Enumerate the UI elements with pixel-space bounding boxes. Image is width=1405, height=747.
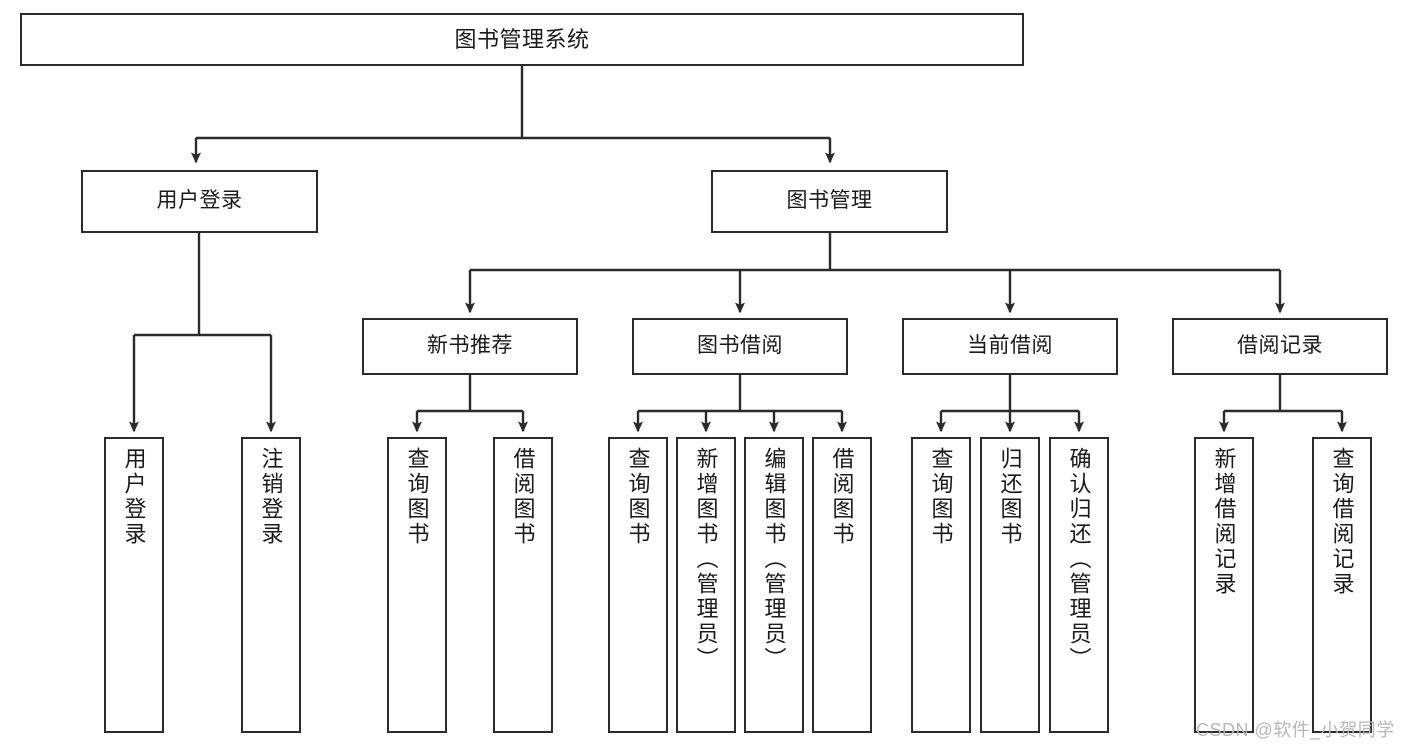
node-leaf-return-book[interactable]: 归还图书 <box>980 437 1040 733</box>
node-leaf-add-record-label: 新增借阅记录 <box>1211 447 1237 597</box>
node-leaf-add-book[interactable]: 新增图书（管理员） <box>676 437 736 733</box>
node-leaf-borrow-book-2[interactable]: 借阅图书 <box>812 437 872 733</box>
node-current-borrow[interactable]: 当前借阅 <box>902 318 1118 375</box>
node-root[interactable]: 图书管理系统 <box>20 13 1024 66</box>
node-borrow-record-label: 借阅记录 <box>1237 334 1323 358</box>
node-leaf-query-book-1-label: 查询图书 <box>404 447 430 547</box>
node-new-book-recommend[interactable]: 新书推荐 <box>362 318 578 375</box>
node-user-login[interactable]: 用户登录 <box>81 170 318 233</box>
node-leaf-edit-book[interactable]: 编辑图书（管理员） <box>744 437 804 733</box>
node-book-management[interactable]: 图书管理 <box>711 170 948 233</box>
node-leaf-edit-book-label: 编辑图书（管理员） <box>761 447 787 672</box>
node-leaf-confirm-return-label: 确认归还（管理员） <box>1066 447 1092 672</box>
node-leaf-return-book-label: 归还图书 <box>997 447 1023 547</box>
node-leaf-borrow-book-1[interactable]: 借阅图书 <box>493 437 553 733</box>
node-leaf-user-login[interactable]: 用户登录 <box>104 437 164 733</box>
node-leaf-query-record[interactable]: 查询借阅记录 <box>1312 437 1372 733</box>
watermark: CSDN @软件_小贺同学 <box>1196 720 1395 740</box>
node-leaf-query-book-3[interactable]: 查询图书 <box>911 437 971 733</box>
node-root-label: 图书管理系统 <box>454 26 590 52</box>
node-current-borrow-label: 当前借阅 <box>967 334 1053 358</box>
node-leaf-query-book-2[interactable]: 查询图书 <box>608 437 668 733</box>
node-leaf-query-book-3-label: 查询图书 <box>928 447 954 547</box>
node-leaf-add-book-label: 新增图书（管理员） <box>693 447 719 672</box>
node-book-borrow[interactable]: 图书借阅 <box>632 318 848 375</box>
node-book-borrow-label: 图书借阅 <box>697 334 783 358</box>
node-leaf-user-login-label: 用户登录 <box>121 447 147 547</box>
node-leaf-query-record-label: 查询借阅记录 <box>1329 447 1355 597</box>
node-leaf-query-book-1[interactable]: 查询图书 <box>387 437 447 733</box>
node-new-book-recommend-label: 新书推荐 <box>427 334 513 358</box>
node-user-login-label: 用户登录 <box>156 189 243 213</box>
node-leaf-confirm-return[interactable]: 确认归还（管理员） <box>1049 437 1109 733</box>
node-leaf-query-book-2-label: 查询图书 <box>625 447 651 547</box>
node-leaf-borrow-book-2-label: 借阅图书 <box>829 447 855 547</box>
node-leaf-add-record[interactable]: 新增借阅记录 <box>1194 437 1254 733</box>
node-book-management-label: 图书管理 <box>786 189 873 213</box>
node-leaf-logout-label: 注销登录 <box>258 447 284 547</box>
node-borrow-record[interactable]: 借阅记录 <box>1172 318 1388 375</box>
node-leaf-logout[interactable]: 注销登录 <box>241 437 301 733</box>
node-leaf-borrow-book-1-label: 借阅图书 <box>510 447 536 547</box>
